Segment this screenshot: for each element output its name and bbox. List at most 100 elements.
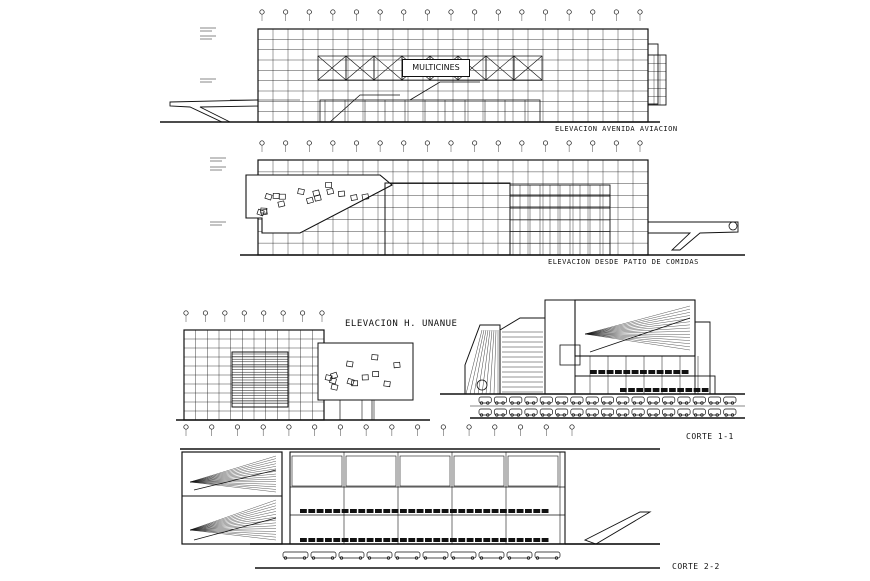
projection-ray [189,473,277,483]
projection-ray [189,476,277,483]
escalator [583,511,652,545]
projection-ray [189,511,277,531]
wheel [639,401,643,405]
level-marker [200,35,216,40]
decorative-square [351,380,359,387]
projection-ray [189,455,277,483]
car [534,551,561,559]
wheel [541,413,545,417]
roof-truss-bay [453,455,505,487]
raked-seating-line [589,317,691,353]
seat [516,509,524,513]
decorative-square [361,374,369,381]
side-canopy-stair [647,221,739,251]
elevation-avenida-label: ELEVACION AVENIDA AVIACION [555,125,678,133]
wheel [556,413,560,417]
grid-bubble [415,424,421,430]
wheel [507,556,512,560]
grid-bubble [389,424,395,430]
wheel [632,401,637,405]
wheel [541,401,545,405]
projection-ray [189,458,277,483]
seat [516,538,524,542]
seat [458,509,466,513]
projection-ray [584,333,691,341]
wheel [516,401,521,405]
pavilion-hatch [493,329,497,395]
seat [491,538,499,542]
wheel [715,413,719,417]
brace-diagonal [345,55,375,81]
car [450,551,477,559]
wheel [648,413,652,417]
projection-ray [189,468,277,483]
section-2-label: CORTE 2-2 [672,562,720,571]
seat [383,538,391,542]
car [677,396,691,404]
wheel [684,401,689,405]
grid-bubble [261,310,267,316]
car [539,408,553,416]
car [524,408,538,416]
seat [628,388,635,392]
car [509,408,523,416]
wheel [709,401,713,405]
grid-bubble [543,424,549,430]
grid-bubble [517,424,524,430]
seat [466,509,474,513]
seat [673,370,681,374]
seat [466,538,474,542]
car [310,551,337,559]
wheel [510,401,514,405]
seat [631,370,639,374]
projection-ray [189,463,277,483]
side-volume [647,43,659,105]
grid-bubble [283,140,289,146]
projection-ray [189,505,277,531]
wheel [547,401,551,405]
wheel [495,401,499,405]
grid-bubble [353,140,360,146]
panel-squares [324,354,401,391]
grid-bubble [492,424,498,430]
wheel [571,401,575,405]
projection-ray [189,466,277,483]
car [478,396,492,404]
projection-ray [584,327,691,335]
seat [508,509,516,513]
seat [383,509,391,513]
central-louver-frame [231,351,289,408]
car [692,396,706,404]
upper-raked-seating [193,469,277,491]
wheel [632,413,637,417]
car [631,408,645,416]
pavilion-hatch [473,329,487,395]
seat [341,538,349,542]
roof-truss-bay [399,455,451,487]
decorative-square [264,192,273,201]
elevation-2-axes [259,140,643,152]
cafe-tables-lower [620,388,709,392]
grid-bubble [259,140,265,146]
lower-raked-seating [193,517,277,541]
seat [500,509,507,513]
projection-ray [189,499,277,531]
wheel [451,556,456,560]
store-fixtures-upper [300,509,549,513]
grid-bubble [472,140,478,146]
seat [533,509,541,513]
mall-section-outline [289,451,566,545]
cross-brace-bay [317,55,347,81]
wheel [663,401,667,405]
grid-bubble [363,424,369,430]
grid-bubble [234,424,241,430]
seat [416,509,424,513]
cross-brace-bay [485,55,515,81]
seat [300,538,307,542]
seat [333,509,341,513]
car [646,408,660,416]
seat [623,370,631,374]
wheel [283,556,288,560]
cinema-hall-lower [181,495,283,545]
seat [590,370,597,374]
